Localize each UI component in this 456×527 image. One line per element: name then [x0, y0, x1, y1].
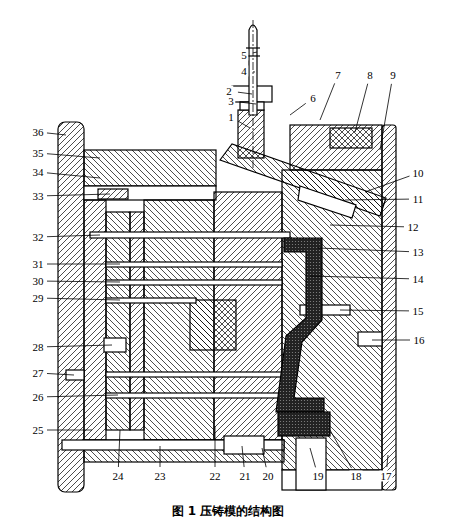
leader-line — [320, 83, 335, 120]
callout-number: 12 — [407, 222, 420, 233]
callout-number: 32 — [32, 232, 45, 243]
leader-line — [380, 84, 391, 150]
leader-line — [345, 199, 409, 201]
leader-line — [47, 395, 118, 397]
leader-line — [310, 276, 409, 279]
callout-number: 6 — [309, 93, 317, 104]
leader-line — [242, 446, 244, 467]
callout-number: 21 — [239, 471, 252, 482]
callout-number: 14 — [412, 274, 425, 285]
leader-line — [290, 103, 306, 115]
callout-number: 11 — [412, 194, 425, 205]
leader-line — [365, 176, 410, 192]
leader-line — [262, 448, 266, 467]
leader-line — [47, 154, 100, 158]
callout-number: 22 — [209, 471, 222, 482]
callout-number: 17 — [380, 471, 393, 482]
leader-line — [372, 340, 410, 341]
callout-number: 18 — [350, 471, 363, 482]
callout-number: 16 — [413, 335, 426, 346]
leader-line — [253, 71, 255, 72]
leader-line — [47, 430, 92, 431]
leader-line — [47, 235, 100, 237]
leader-line — [47, 173, 100, 178]
callout-number: 9 — [389, 70, 397, 81]
callout-number: 19 — [312, 471, 325, 482]
leader-line — [47, 194, 110, 196]
leader-line — [238, 92, 252, 94]
callout-number: 3 — [227, 96, 235, 107]
leader-line — [47, 281, 120, 283]
leader-line — [387, 455, 388, 467]
leader-line — [47, 298, 120, 300]
leader-line — [239, 122, 250, 128]
callout-number: 1 — [227, 112, 235, 123]
callout-number: 29 — [32, 293, 45, 304]
leader-line — [330, 225, 404, 227]
leader-line — [253, 52, 257, 54]
callout-number: 30 — [32, 276, 45, 287]
callout-number: 20 — [262, 471, 275, 482]
leader-line — [47, 345, 112, 347]
callout-number: 33 — [32, 191, 45, 202]
leader-line — [47, 264, 120, 265]
callout-number: 10 — [412, 168, 425, 179]
leader-line — [318, 248, 409, 252]
leader-line — [47, 373, 74, 375]
callout-number: 35 — [32, 148, 45, 159]
leader-line — [310, 448, 316, 467]
leader-line — [47, 133, 66, 135]
mold-body — [58, 25, 396, 492]
callout-number: 13 — [412, 247, 425, 258]
callout-number: 23 — [154, 471, 167, 482]
callout-number: 28 — [32, 342, 45, 353]
leader-line — [160, 446, 161, 467]
figure-caption: 图 1 压铸模的结构图 — [0, 503, 456, 520]
leader-line — [215, 426, 216, 467]
callout-number: 27 — [32, 368, 45, 379]
leader-line — [118, 430, 120, 467]
leader-line — [330, 430, 352, 468]
leader-line — [355, 84, 368, 132]
callout-number: 5 — [240, 50, 248, 61]
center-line — [253, 20, 254, 170]
callout-number: 4 — [240, 66, 248, 77]
leader-line — [240, 102, 256, 104]
callout-number: 36 — [32, 127, 45, 138]
callout-number: 25 — [32, 425, 45, 436]
callout-number: 15 — [412, 306, 425, 317]
callout-number: 26 — [32, 392, 45, 403]
callout-number: 24 — [112, 471, 125, 482]
callout-number: 7 — [334, 70, 342, 81]
leader-line — [340, 310, 409, 312]
callout-number: 31 — [32, 259, 45, 270]
callout-number: 8 — [366, 70, 374, 81]
callout-number: 34 — [32, 167, 45, 178]
